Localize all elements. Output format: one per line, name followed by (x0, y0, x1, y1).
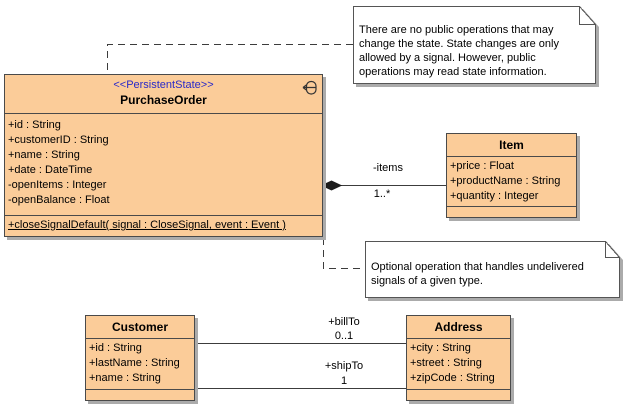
attribute: +productName : String (450, 175, 561, 187)
note-line: signals of a given type. (371, 275, 483, 287)
note-shape (353, 6, 599, 87)
class-name: Address (434, 320, 483, 334)
note-state-info[interactable]: There are no public operations that may … (353, 6, 600, 88)
role-label-shipto[interactable]: +shipTo (324, 360, 364, 372)
class-customer[interactable]: Customer +id : String +lastName : String… (85, 315, 195, 401)
role-label-items[interactable]: -items (373, 162, 403, 174)
class-name: Item (499, 138, 524, 152)
operations-compartment (447, 206, 576, 217)
stereotype-label: <<PersistentState>> (113, 79, 214, 91)
note-anchor-state[interactable] (107, 44, 354, 74)
multiplicity-label-items[interactable]: 1..* (373, 188, 391, 200)
note-line: Optional operation that handles undelive… (371, 261, 584, 273)
attribute: +zipCode : String (410, 372, 495, 384)
multiplicity-label-billto[interactable]: 0..1 (334, 330, 354, 342)
attribute: -openBalance : Float (8, 194, 110, 206)
attribute: +name : String (8, 149, 80, 161)
note-line: change the state. State changes are only (359, 38, 559, 50)
role-label-billto[interactable]: +billTo (328, 316, 360, 328)
class-address[interactable]: Address +city : String +street : String … (406, 315, 511, 401)
operations-compartment (407, 389, 510, 400)
attribute: +id : String (89, 342, 142, 354)
attribute: +id : String (8, 119, 61, 131)
attribute: +lastName : String (89, 357, 180, 369)
composition-diamond-icon (320, 180, 343, 191)
note-line: There are no public operations that may (359, 24, 554, 36)
class-name: PurchaseOrder (120, 93, 207, 107)
note-anchor-optional[interactable] (323, 238, 366, 269)
note-line: allowed by a signal. However, public (359, 52, 536, 64)
operation: +closeSignalDefault( signal : CloseSigna… (8, 219, 286, 231)
class-name: Customer (111, 320, 168, 334)
attribute: +city : String (410, 342, 471, 354)
note-shape (365, 241, 623, 301)
attribute: +customerID : String (8, 134, 109, 146)
attribute: +date : DateTime (8, 164, 93, 176)
class-item[interactable]: Item +price : Float +productName : Strin… (446, 133, 577, 218)
attributes-compartment: +id : String +lastName : String +name : … (86, 338, 194, 389)
operations-compartment: +closeSignalDefault( signal : CloseSigna… (5, 215, 322, 236)
statemachine-icon (302, 80, 317, 95)
multiplicity-label-shipto[interactable]: 1 (340, 375, 348, 387)
note-optional-operation[interactable]: Optional operation that handles undelive… (365, 241, 624, 302)
attributes-compartment: +price : Float +productName : String +qu… (447, 156, 576, 206)
attribute: -openItems : Integer (8, 179, 107, 191)
class-purchase-order[interactable]: <<PersistentState>> PurchaseOrder +id : … (4, 74, 323, 237)
attribute: +price : Float (450, 160, 514, 172)
attribute: +street : String (410, 357, 482, 369)
attributes-compartment: +city : String +street : String +zipCode… (407, 338, 510, 389)
attribute: +name : String (89, 372, 161, 384)
note-line: operations may read state information. (359, 66, 547, 78)
attribute: +quantity : Integer (450, 190, 539, 202)
attributes-compartment: +id : String +customerID : String +name … (5, 113, 322, 215)
operations-compartment (86, 389, 194, 400)
